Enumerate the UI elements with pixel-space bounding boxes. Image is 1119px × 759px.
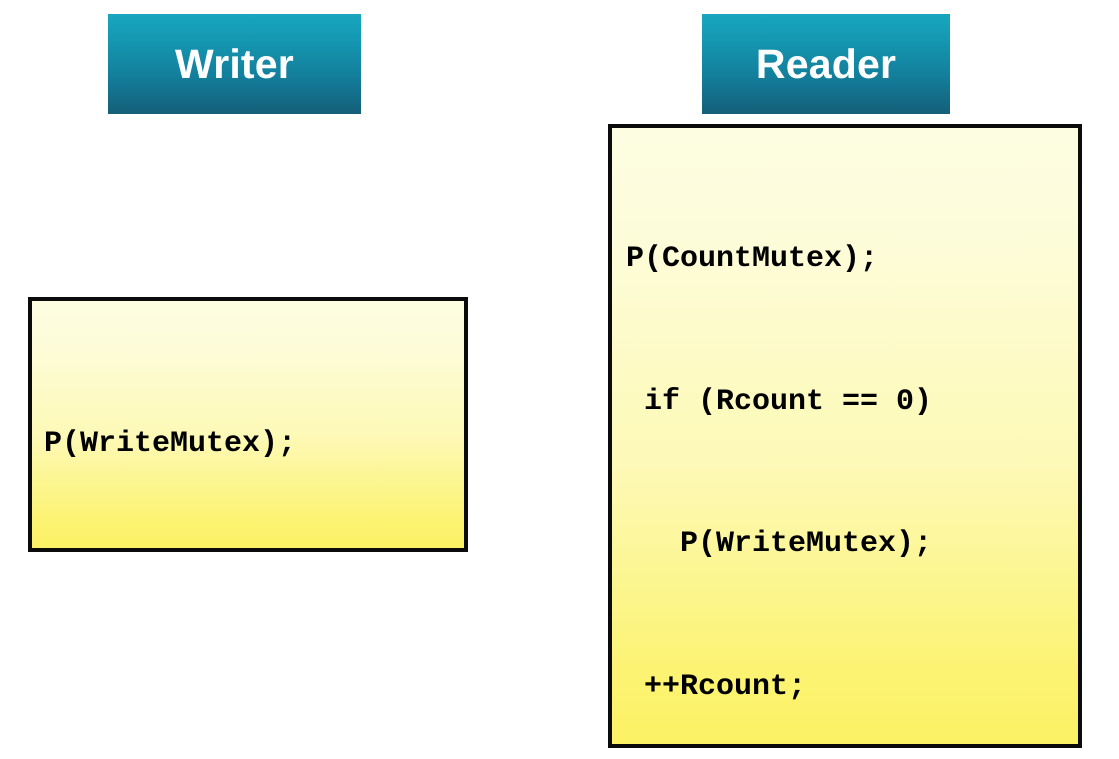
writer-banner: Writer (108, 14, 361, 114)
writer-code-box: P(WriteMutex); write; V(WriteMutex); (28, 297, 468, 552)
reader-code-line: P(CountMutex); (626, 242, 879, 276)
reader-code-box: P(CountMutex); if (Rcount == 0) P(WriteM… (608, 124, 1082, 748)
reader-code-line: if (Rcount == 0) (626, 384, 933, 419)
reader-banner-label: Reader (755, 40, 897, 87)
reader-code-line: ++Rcount; (626, 669, 807, 704)
writer-code-line: P(WriteMutex); (44, 427, 297, 461)
reader-banner: Reader (702, 14, 950, 114)
writer-banner-label: Writer (175, 40, 294, 87)
reader-code-line: P(WriteMutex); (626, 527, 933, 561)
